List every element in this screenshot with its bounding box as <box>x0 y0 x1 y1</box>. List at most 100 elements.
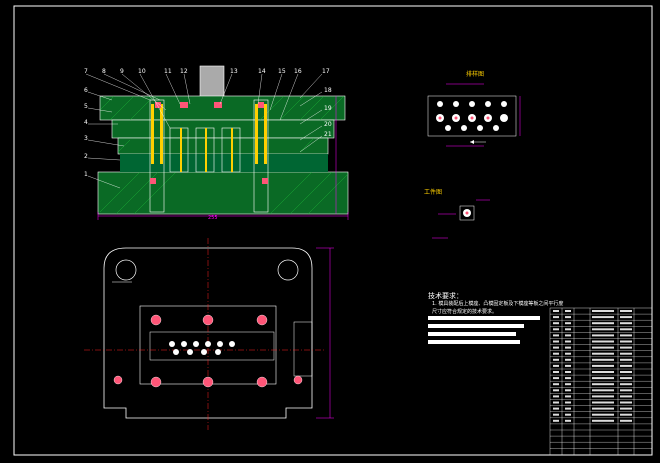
part-drawing-view <box>432 199 490 239</box>
table-cell-mark <box>565 358 571 361</box>
notes-line-1: 1. 模具装配后上模座、凸模固定板及下模座等板之间平行度 <box>432 301 564 307</box>
table-cell-mark <box>553 395 559 398</box>
callout-label: 20 <box>324 121 332 128</box>
table-cell-mark <box>592 316 614 319</box>
table-cell-mark <box>565 419 571 422</box>
notes-text-block <box>428 332 516 336</box>
part-drawing-label: 工件图 <box>424 189 443 196</box>
callout-label: 17 <box>322 68 330 75</box>
notes-text-block <box>428 316 540 320</box>
table-cell-mark <box>620 364 632 367</box>
callout-label: 1 <box>84 171 88 178</box>
table-cell-mark <box>620 389 632 392</box>
table-cell-mark <box>553 358 559 361</box>
table-cell-mark <box>565 389 571 392</box>
table-cell-mark <box>592 401 614 404</box>
table-cell-mark <box>565 340 571 343</box>
parts-list-rows <box>550 310 652 449</box>
table-cell-mark <box>592 407 614 410</box>
table-cell-mark <box>620 413 632 416</box>
table-cell-mark <box>565 328 571 331</box>
table-cell-mark <box>620 316 632 319</box>
callout-label: 11 <box>164 68 172 75</box>
table-cell-mark <box>553 352 559 355</box>
table-cell-mark <box>553 328 559 331</box>
table-cell-mark <box>620 328 632 331</box>
table-cell-mark <box>592 364 614 367</box>
notes-text-block <box>428 340 520 344</box>
table-cell-mark <box>620 334 632 337</box>
table-cell-mark <box>620 340 632 343</box>
table-cell-mark <box>620 310 632 312</box>
callout-label: 5 <box>84 103 88 110</box>
callout-label: 7 <box>84 68 88 75</box>
table-cell-mark <box>620 346 632 349</box>
die-section-view: 255 <box>85 65 349 221</box>
callout-label: 6 <box>84 87 88 94</box>
callout-label: 12 <box>180 68 188 75</box>
table-cell-mark <box>620 322 632 325</box>
notes-text-block <box>428 324 524 328</box>
callout-label: 9 <box>120 68 124 75</box>
table-cell-mark <box>553 383 559 386</box>
callout-label: 19 <box>324 105 332 112</box>
table-cell-mark <box>553 334 559 337</box>
table-cell-mark <box>565 352 571 355</box>
table-cell-mark <box>565 322 571 325</box>
callout-label: 14 <box>258 68 266 75</box>
table-cell-mark <box>565 346 571 349</box>
table-cell-mark <box>592 413 614 416</box>
drawing-frame <box>13 5 653 456</box>
table-cell-mark <box>620 407 632 410</box>
table-cell-mark <box>592 328 614 331</box>
table-cell-mark <box>592 310 614 312</box>
table-cell-mark <box>553 389 559 392</box>
callout-label: 18 <box>324 87 332 94</box>
table-cell-mark <box>565 413 571 416</box>
callout-label: 21 <box>324 131 332 138</box>
table-cell-mark <box>592 334 614 337</box>
table-cell-mark <box>565 371 571 373</box>
table-cell-mark <box>620 358 632 361</box>
table-cell-mark <box>592 371 614 373</box>
table-cell-mark <box>620 352 632 355</box>
table-cell-mark <box>592 389 614 392</box>
table-cell-mark <box>592 395 614 398</box>
table-cell-mark <box>565 334 571 337</box>
leader-number-icon <box>85 73 323 189</box>
table-cell-mark <box>553 401 559 404</box>
callout-label: 15 <box>278 68 286 75</box>
table-cell-mark <box>592 346 614 349</box>
table-cell-mark <box>620 371 632 373</box>
notes-title: 技术要求： <box>428 292 463 300</box>
table-cell-mark <box>592 340 614 343</box>
table-cell-mark <box>553 377 559 380</box>
table-cell-mark <box>592 352 614 355</box>
table-cell-mark <box>565 395 571 398</box>
table-cell-mark <box>553 413 559 416</box>
callout-label: 10 <box>138 68 146 75</box>
callout-label: 13 <box>230 68 238 75</box>
table-cell-mark <box>592 383 614 386</box>
callout-label: 4 <box>84 119 88 126</box>
table-cell-mark <box>620 383 632 386</box>
strip-layout-label: 排样图 <box>466 71 485 78</box>
table-cell-mark <box>592 419 614 422</box>
table-cell-mark <box>565 316 571 319</box>
table-cell-mark <box>553 316 559 319</box>
table-cell-mark <box>620 419 632 422</box>
table-cell-mark <box>620 395 632 398</box>
die-plan-view <box>84 238 334 430</box>
table-cell-mark <box>620 401 632 404</box>
table-cell-mark <box>553 322 559 325</box>
strip-layout-view <box>427 83 521 147</box>
bolt-hole-icon <box>113 314 303 388</box>
table-cell-mark <box>553 340 559 343</box>
table-cell-mark <box>592 377 614 380</box>
callout-label: 8 <box>102 68 106 75</box>
table-cell-mark <box>553 364 559 367</box>
table-cell-mark <box>553 407 559 410</box>
table-cell-mark <box>565 407 571 410</box>
svg-text:255: 255 <box>208 215 218 221</box>
